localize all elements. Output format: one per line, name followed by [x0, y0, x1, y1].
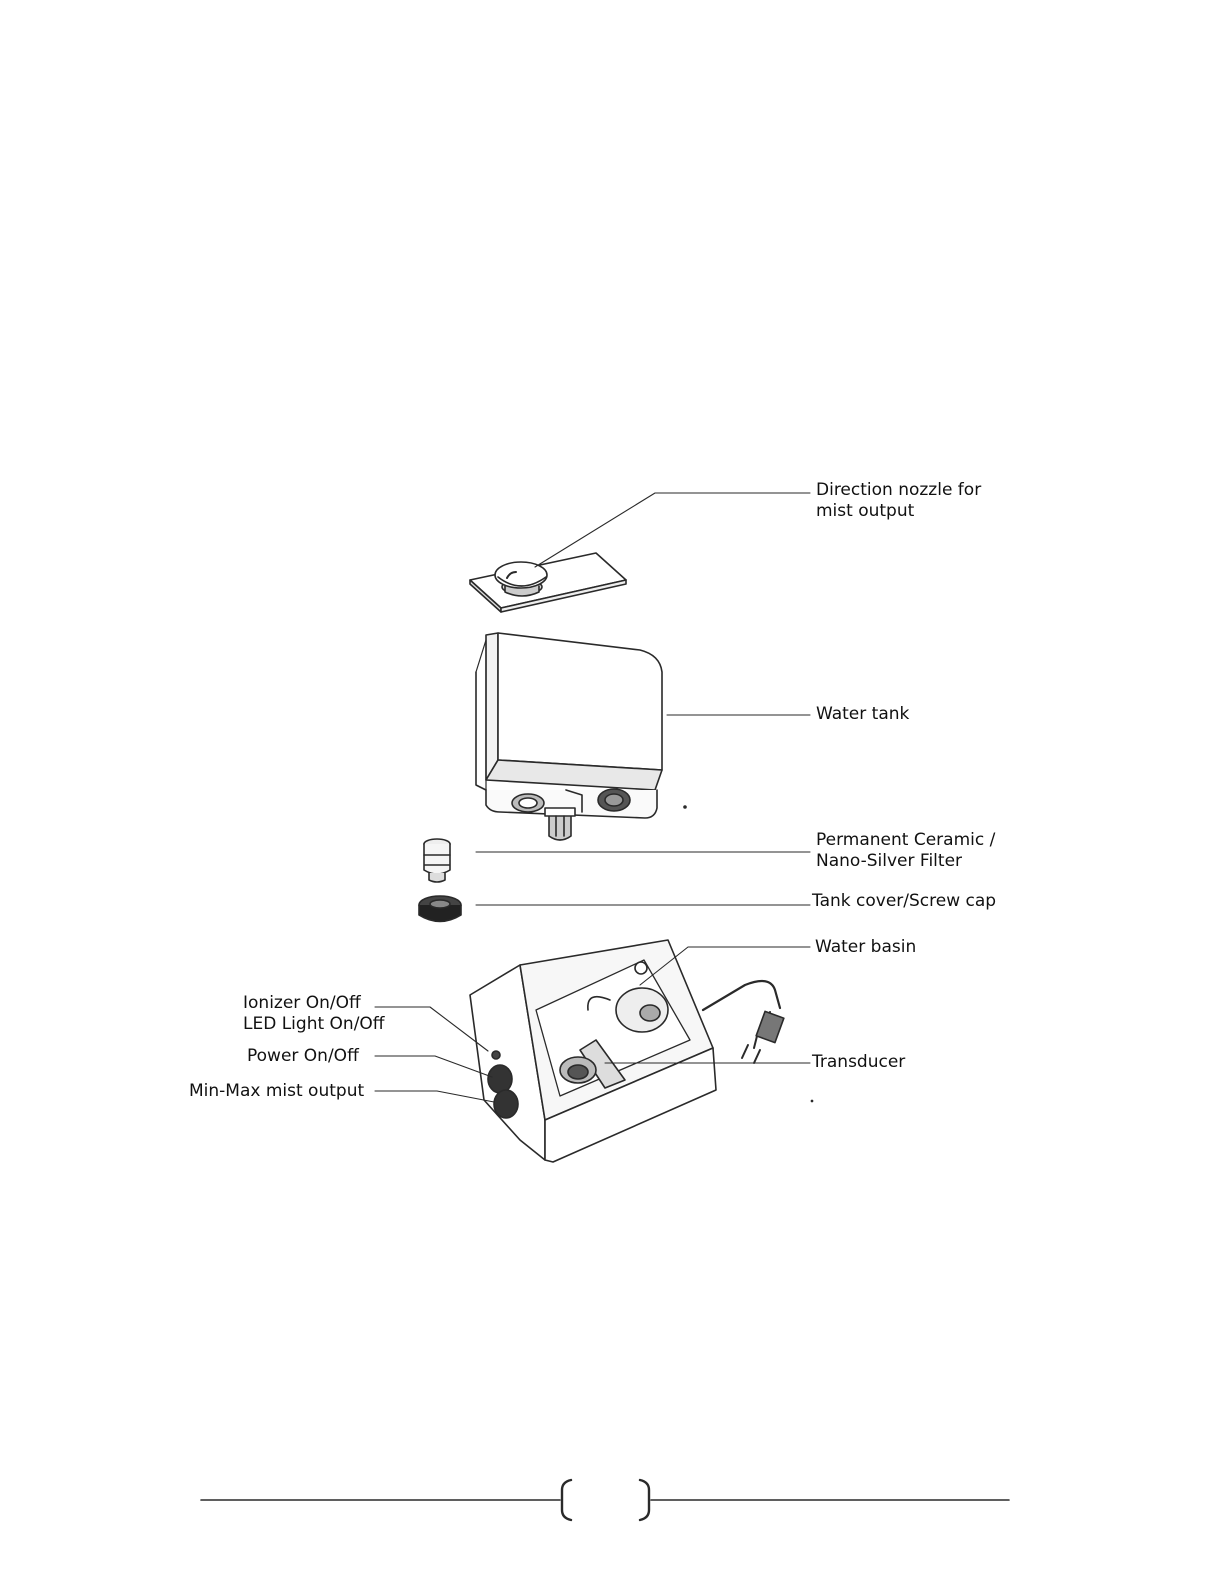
label-ceramic-filter: Permanent Ceramic / Nano-Silver Filter: [816, 830, 995, 872]
nozzle-label-line2: mist output: [816, 501, 981, 522]
screw-cap: [419, 896, 461, 922]
label-ionizer-led: Ionizer On/Off LED Light On/Off: [243, 993, 385, 1035]
label-water-tank: Water tank: [816, 704, 909, 725]
page-footer: [201, 1480, 1009, 1520]
label-water-basin: Water basin: [815, 937, 916, 958]
label-power: Power On/Off: [247, 1046, 359, 1067]
label-transducer: Transducer: [812, 1052, 905, 1073]
ionizer-label-line2: LED Light On/Off: [243, 1014, 385, 1035]
ionizer-label-line1: Ionizer On/Off: [243, 993, 385, 1014]
label-mist-output: Min-Max mist output: [189, 1081, 364, 1102]
label-screw-cap: Tank cover/Screw cap: [812, 891, 996, 912]
nozzle-plate: [470, 553, 626, 612]
water-tank: [476, 633, 686, 840]
filter-label-line2: Nano-Silver Filter: [816, 851, 995, 872]
label-direction-nozzle: Direction nozzle for mist output: [816, 480, 981, 522]
filter-label-line1: Permanent Ceramic /: [816, 830, 995, 851]
ceramic-filter: [424, 839, 450, 882]
base-unit: [470, 940, 784, 1162]
nozzle-label-line1: Direction nozzle for: [816, 480, 981, 501]
